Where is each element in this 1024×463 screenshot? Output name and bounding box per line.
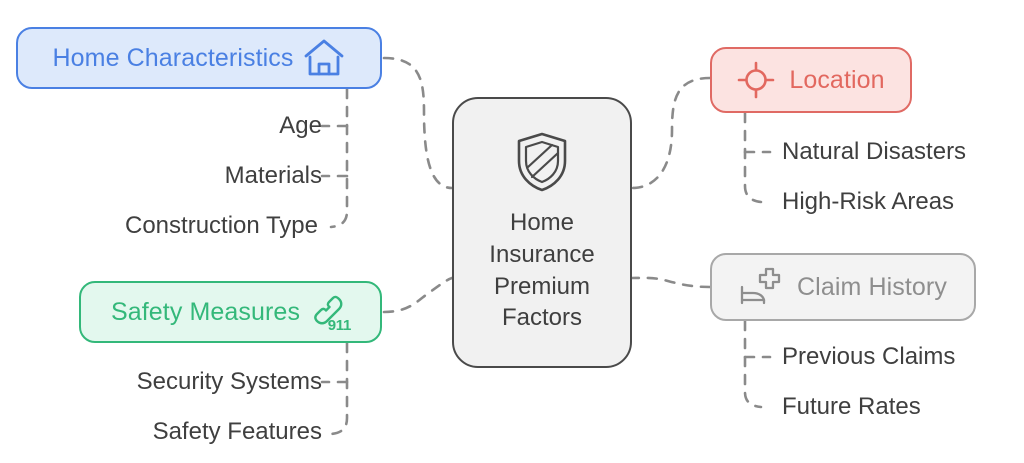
edge-location-to-center (630, 76, 712, 190)
center-line-4: Factors (501, 304, 582, 332)
branch-label-location: Location (789, 65, 885, 94)
branch-node-claim-history[interactable]: Claim History (710, 253, 976, 321)
branch-label-safety-measures: Safety Measures (110, 297, 301, 326)
edge-claim-to-center (630, 276, 712, 289)
leaf-future-rates[interactable]: Future Rates (782, 393, 921, 420)
house-icon (303, 38, 345, 78)
branch-node-safety-measures[interactable]: Safety Measures 911 (79, 281, 382, 343)
center-line-1: Home (509, 209, 575, 237)
leaf-previous-claims[interactable]: Previous Claims (782, 343, 956, 370)
center-line-3: Premium (493, 272, 590, 300)
center-node-label: Home Insurance Premium Factors (489, 207, 594, 334)
edge-home-to-center (382, 56, 454, 190)
edge-safety-children-spine (329, 341, 349, 436)
emergency-phone-911-icon: 911 (310, 293, 352, 334)
shield-icon (515, 131, 569, 193)
center-line-2: Insurance (489, 240, 595, 268)
leaf-high-risk-areas[interactable]: High-Risk Areas (782, 188, 955, 215)
leaf-age[interactable]: Age (279, 112, 322, 139)
crosshair-target-icon (737, 61, 775, 99)
leaf-construction-type[interactable]: Construction Type (125, 212, 318, 239)
branch-label-home-characteristics: Home Characteristics (52, 43, 294, 72)
branch-node-home-characteristics[interactable]: Home Characteristics (16, 27, 382, 89)
leaf-safety-features[interactable]: Safety Features (152, 418, 322, 445)
leaf-security-systems[interactable]: Security Systems (136, 368, 322, 395)
edge-safety-to-center (382, 276, 454, 314)
emergency-number-badge: 911 (327, 317, 352, 334)
center-node[interactable]: Home Insurance Premium Factors (452, 97, 632, 368)
edge-claim-children-spine (743, 319, 763, 409)
leaf-natural-disasters[interactable]: Natural Disasters (782, 138, 967, 165)
branch-label-claim-history: Claim History (797, 272, 947, 301)
edge-home-children-spine (329, 87, 349, 229)
leaf-materials[interactable]: Materials (224, 162, 322, 189)
branch-node-location[interactable]: Location (710, 47, 912, 113)
hospital-bed-plus-icon (739, 267, 781, 307)
edge-location-children-spine (743, 111, 763, 204)
